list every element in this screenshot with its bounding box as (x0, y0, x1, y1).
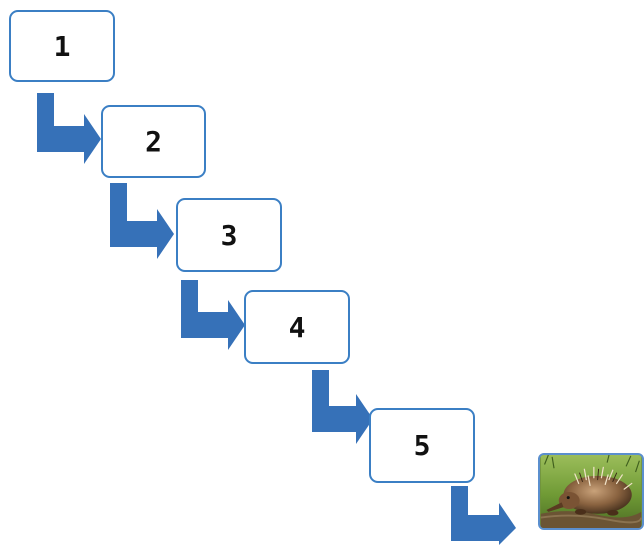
step-label-3: 3 (220, 218, 238, 252)
arrow-3-to-4 (181, 280, 245, 350)
step-box-1: 1 (9, 10, 115, 82)
arrow-2-to-3 (110, 183, 174, 259)
echidna-image (538, 453, 644, 530)
step-box-2: 2 (101, 105, 206, 178)
arrow-1-to-2 (37, 93, 101, 164)
step-label-4: 4 (288, 310, 306, 344)
step-label-5: 5 (413, 429, 431, 462)
echidna-illustration (540, 455, 642, 528)
step-label-2: 2 (145, 125, 162, 158)
arrow-4-to-5 (312, 370, 373, 444)
step-box-5: 5 (369, 408, 475, 483)
arrow-5-to-image (451, 486, 516, 545)
step-box-3: 3 (176, 198, 282, 272)
step-box-4: 4 (244, 290, 350, 364)
step-label-1: 1 (53, 29, 71, 63)
